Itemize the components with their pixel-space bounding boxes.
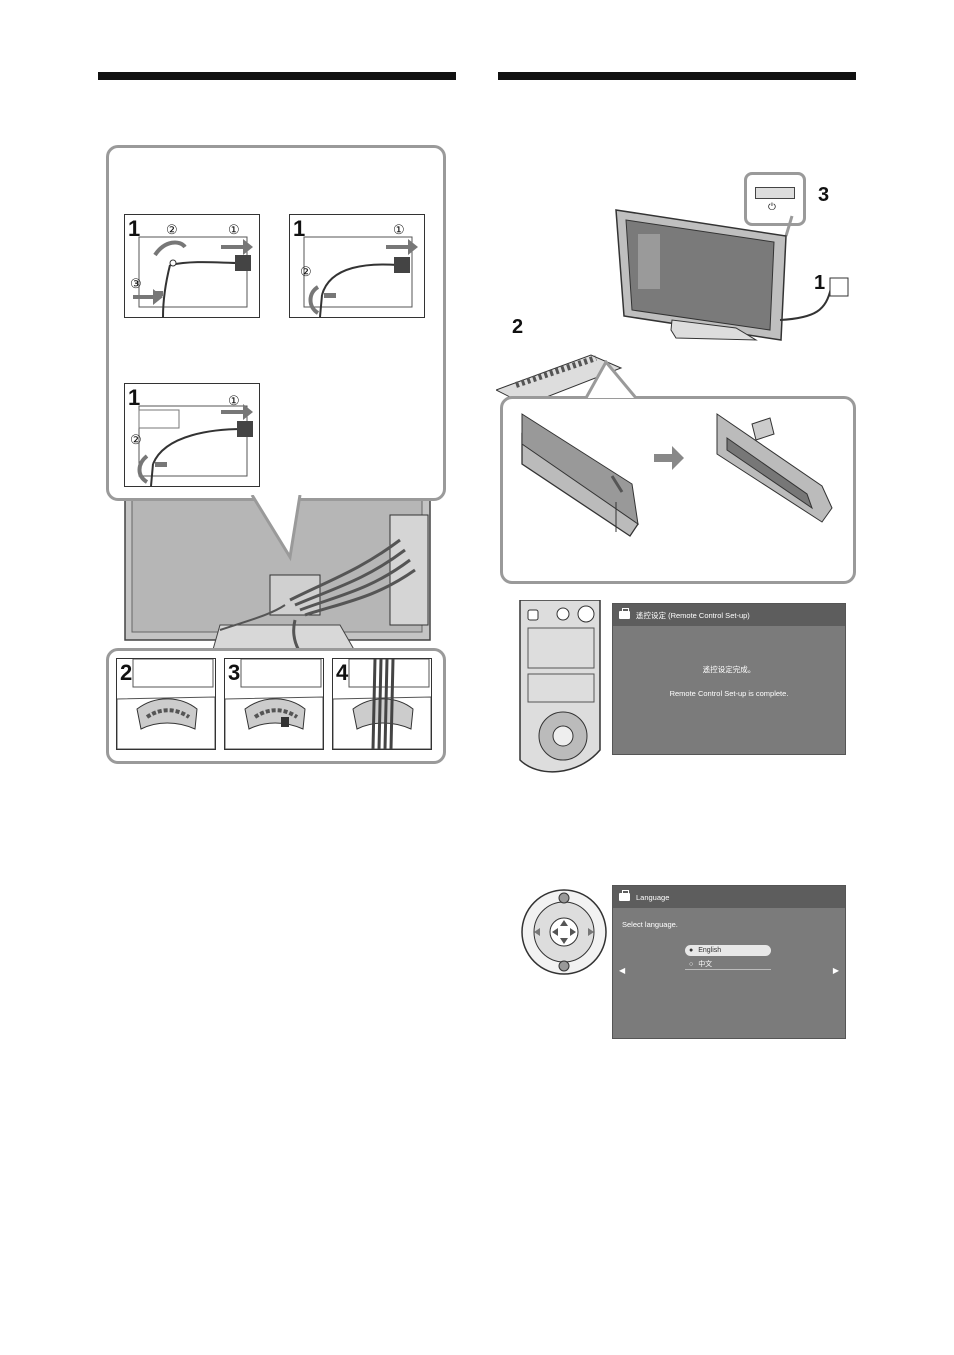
circled-one: ①	[393, 222, 405, 238]
remote-setup-title: 遙控设定 (Remote Control Set-up)	[636, 610, 750, 621]
toolbox-icon	[619, 893, 630, 901]
circled-two: ②	[130, 432, 142, 448]
setup-illustration: ⏻ 3 1 2	[496, 160, 858, 590]
battery-illustration	[512, 404, 842, 554]
battery-callout-pointer	[566, 360, 646, 400]
right-arrow-icon: ▶	[833, 966, 839, 975]
step-number: 1	[128, 216, 140, 242]
directional-pad-illustration	[520, 888, 608, 976]
radio-selected-icon: ●	[689, 947, 693, 954]
remote-setup-title-bar: 遙控设定 (Remote Control Set-up)	[613, 604, 845, 626]
step-number: 2	[120, 660, 132, 686]
label-remote: 2	[512, 316, 523, 339]
language-title: Language	[636, 893, 669, 902]
callout-pointer	[250, 495, 310, 565]
label-plug: 1	[814, 272, 825, 295]
step-number: 1	[293, 216, 305, 242]
cable-illustration: 1 ① ② ③ 1 ① ② 1 ① ②	[100, 140, 450, 770]
toolbox-icon	[619, 611, 630, 619]
language-option-chinese[interactable]: ○ 中文	[685, 959, 771, 970]
step-number: 3	[228, 660, 240, 686]
tv-front-illustration	[496, 200, 858, 400]
language-option-label: 中文	[698, 961, 712, 968]
language-option-english[interactable]: ● English	[685, 945, 771, 956]
circled-three: ③	[130, 276, 142, 292]
remote-setup-message-cn: 遙控设定完成。	[613, 664, 845, 675]
remote-setup-screen: 遙控设定 (Remote Control Set-up) 遙控设定完成。 Rem…	[612, 603, 846, 755]
radio-unselected-icon: ○	[689, 961, 693, 968]
circled-two: ②	[300, 264, 312, 280]
remote-setup-message-en: Remote Control Set-up is complete.	[613, 689, 845, 698]
remote-control-setup-illustration	[508, 600, 608, 778]
left-arrow-icon: ◀	[619, 966, 625, 975]
circled-two: ②	[166, 222, 178, 238]
language-screen: Language Select language. ● English ○ 中文…	[612, 885, 846, 1039]
circled-one: ①	[228, 222, 240, 238]
circled-one: ①	[228, 393, 240, 409]
step-number: 1	[128, 385, 140, 411]
language-prompt: Select language.	[622, 920, 845, 929]
language-option-label: English	[698, 947, 721, 954]
left-column-rule	[98, 72, 456, 80]
language-title-bar: Language	[613, 886, 845, 908]
power-button	[755, 187, 795, 199]
step-number: 4	[336, 660, 348, 686]
right-column-rule	[498, 72, 856, 80]
